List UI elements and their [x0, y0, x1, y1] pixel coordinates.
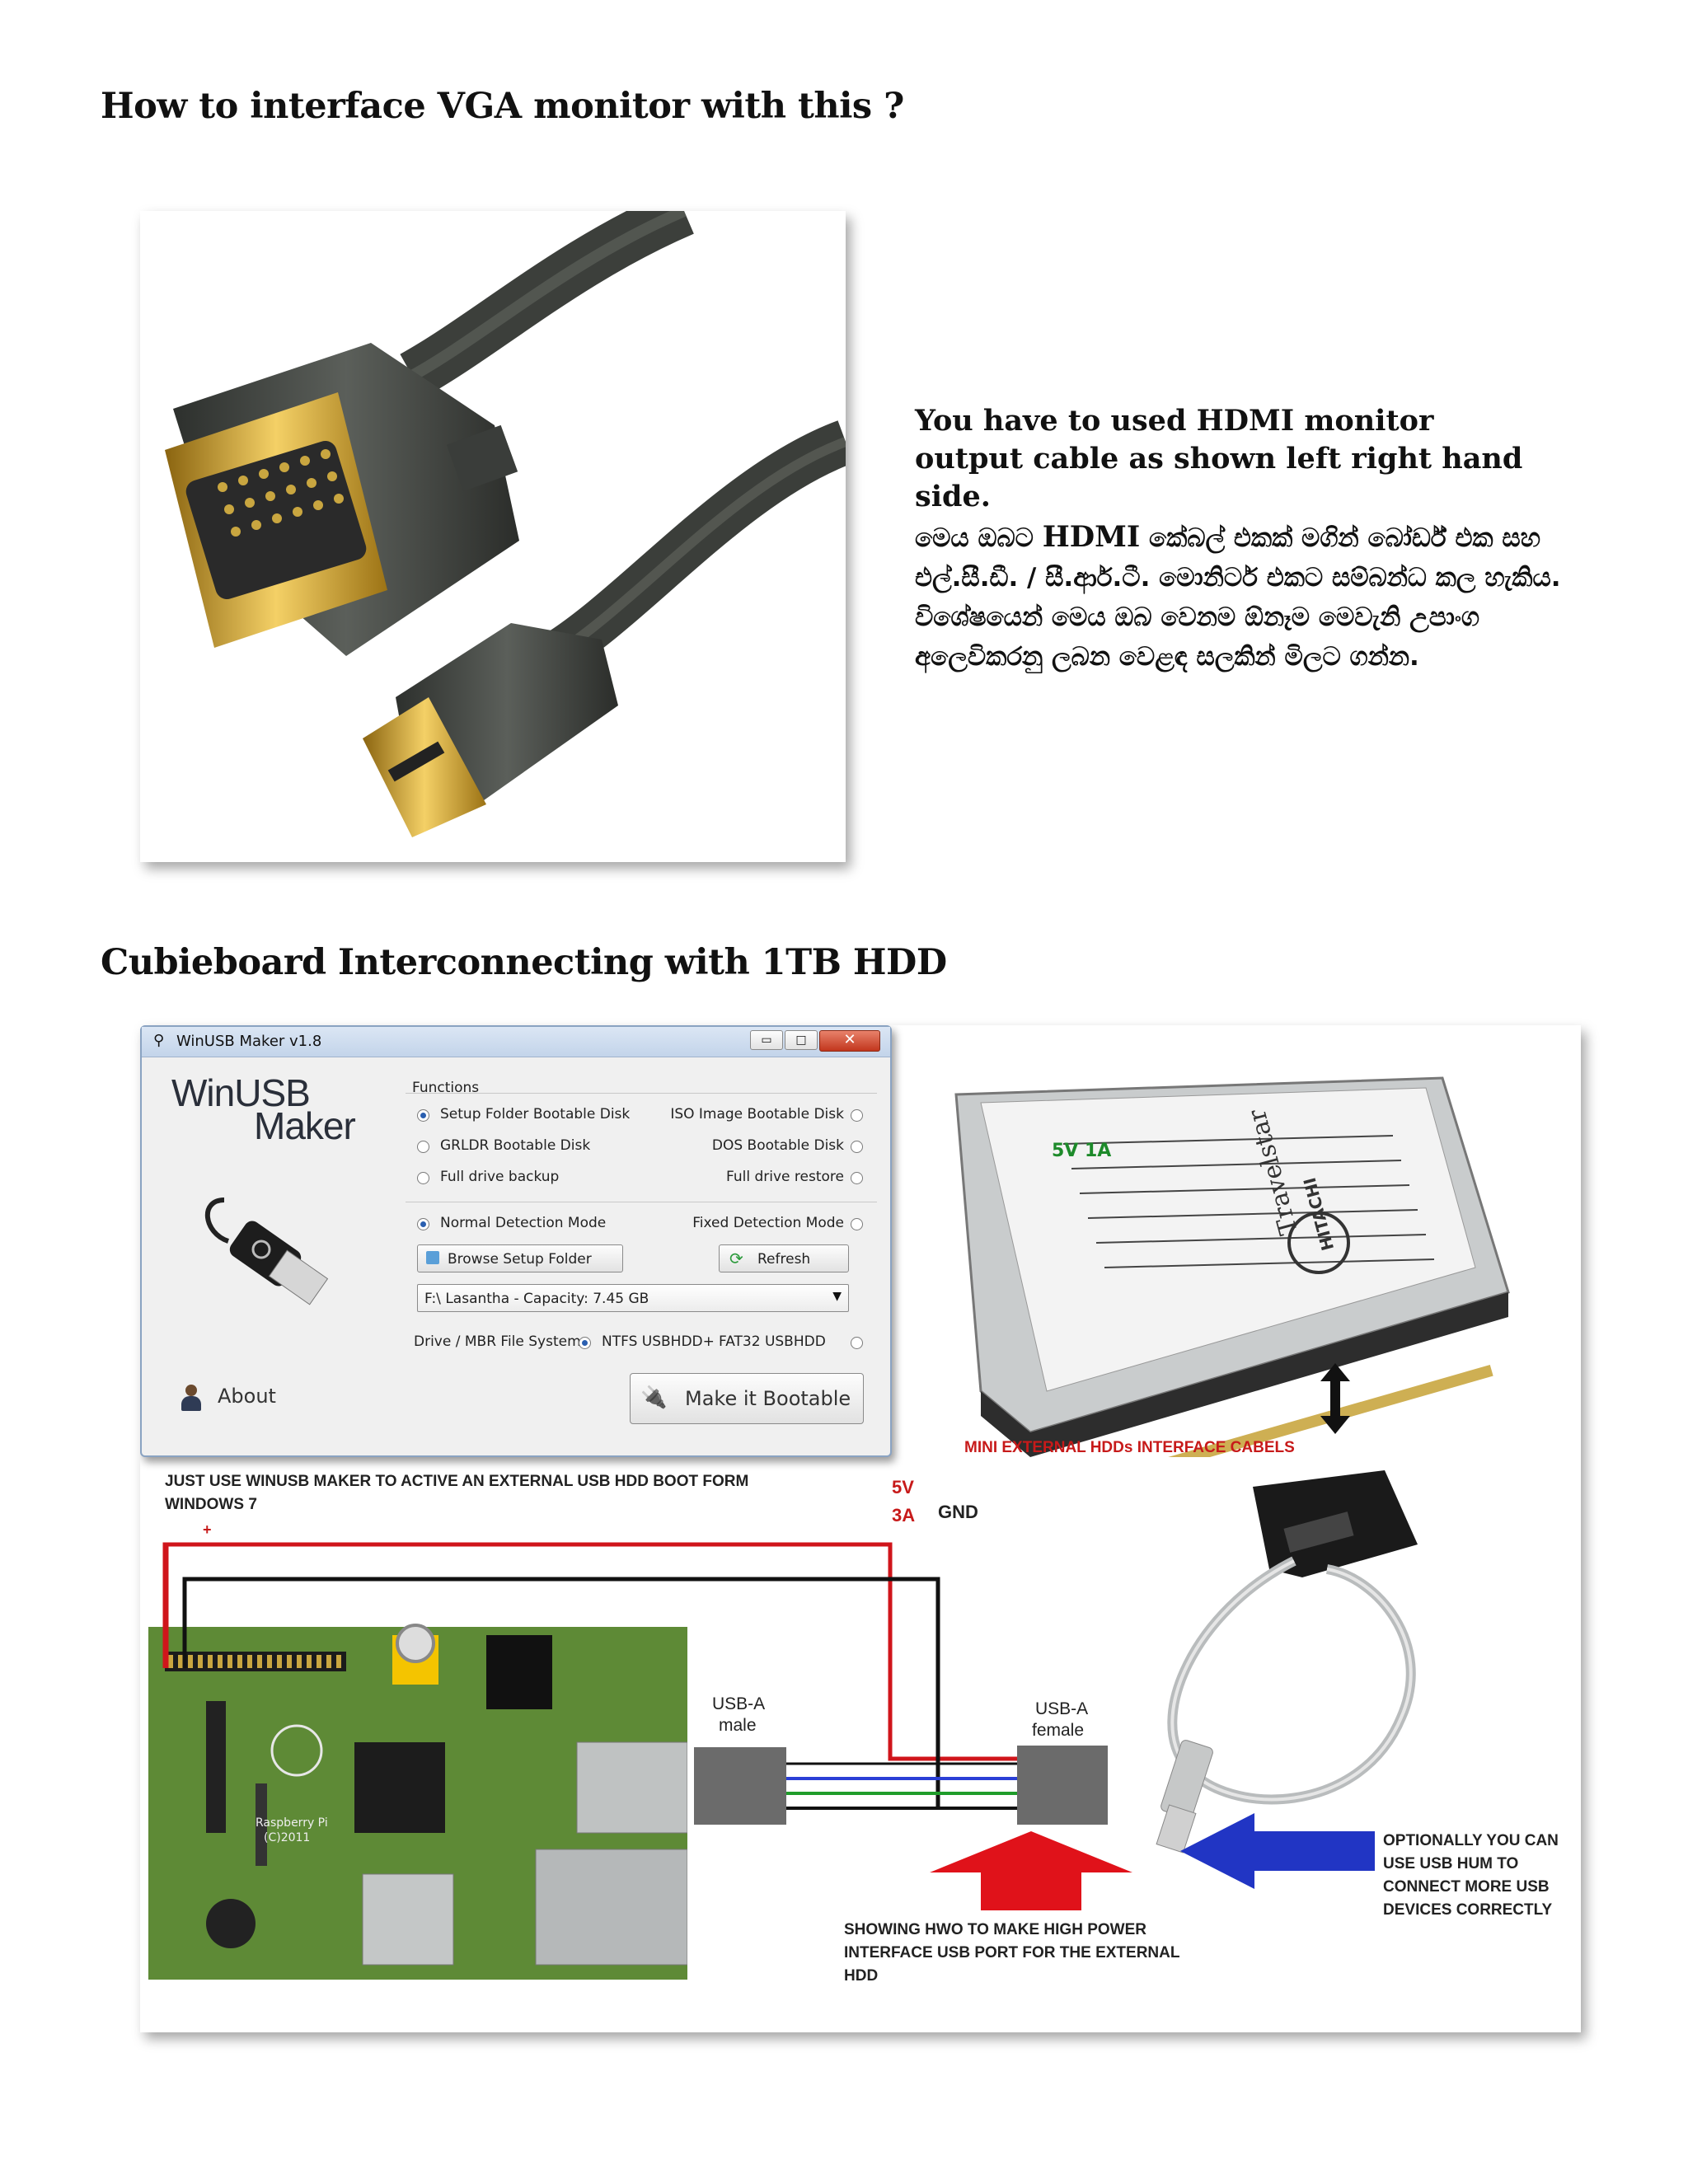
label-fat32: FAT32 USBHDD	[719, 1333, 826, 1350]
blue-arrow-caption: OPTIONALLY YOU CAN USE USB HUM TO CONNEC…	[1383, 1832, 1559, 1919]
ide-usb-adapter-cable	[1156, 1470, 1418, 1854]
refresh-button[interactable]: ⟳ Refresh	[719, 1244, 849, 1272]
pi-label-1: Raspberry Pi	[256, 1816, 328, 1830]
usb-female-label-2: female	[1032, 1721, 1085, 1740]
blue-left-arrow-icon	[1180, 1813, 1375, 1889]
winusb-maker-window: ⚲ WinUSB Maker v1.8 ▭ □ ✕ WinUSB Maker F…	[140, 1025, 892, 1457]
usb-app-icon: ⚲	[153, 1032, 165, 1049]
functions-group	[406, 1093, 877, 1407]
about-label: About	[218, 1385, 276, 1408]
logo-line1: WinUSB	[171, 1071, 311, 1114]
radio-normal-detection[interactable]	[417, 1218, 429, 1230]
hdd-power-label: 5V 1A	[1052, 1141, 1112, 1161]
radio-setup-folder[interactable]	[417, 1109, 429, 1122]
usb-stick-icon	[204, 1197, 329, 1305]
label-setup-folder: Setup Folder Bootable Disk	[440, 1106, 631, 1122]
winusb-logo: WinUSB Maker	[171, 1071, 356, 1147]
winusb-title: WinUSB Maker v1.8	[176, 1033, 322, 1050]
fs-label: Drive / MBR File System:	[414, 1333, 586, 1350]
usb-female-label-1: USB-A	[1035, 1699, 1089, 1718]
power-5v-label: 5V	[892, 1477, 914, 1497]
sinhala-hdmi: HDMI	[1042, 520, 1141, 554]
label-full-restore: Full drive restore	[726, 1169, 844, 1185]
hdd-caption: MINI EXTERNAL HDDs INTERFACE CABELS	[964, 1439, 1295, 1456]
sinhala-description: මෙය ඔබට HDMI කේබල් එකක් මගින් බෝර්ඩ් එක …	[915, 518, 1591, 677]
winusb-title-bar: ⚲ WinUSB Maker v1.8 ▭ □ ✕	[142, 1027, 890, 1057]
label-iso: ISO Image Bootable Disk	[670, 1106, 844, 1122]
red-arrow-caption: SHOWING HWO TO MAKE HIGH POWER INTERFACE…	[844, 1921, 1180, 1985]
radio-dos[interactable]	[851, 1141, 863, 1153]
wiring-diagram	[162, 1542, 1020, 1810]
label-ntfs: NTFS USBHDD+	[602, 1333, 715, 1350]
logo-line2: Maker	[254, 1104, 356, 1147]
raspberry-pi-board: Raspberry Pi (C)2011	[148, 1594, 687, 1980]
radio-full-backup[interactable]	[417, 1172, 429, 1184]
make-it-bootable-button[interactable]: 🔌 Make it Bootable	[630, 1373, 864, 1424]
refresh-label: Refresh	[757, 1251, 811, 1268]
usb-a-female-block	[1017, 1746, 1108, 1825]
close-button[interactable]: ✕	[819, 1030, 880, 1052]
radio-ntfs[interactable]	[579, 1337, 591, 1349]
radio-iso[interactable]	[851, 1109, 863, 1122]
label-full-backup: Full drive backup	[440, 1169, 560, 1185]
pi-label-2: (C)2011	[264, 1831, 311, 1844]
hdd-illustration	[954, 1076, 1510, 1457]
chevron-down-icon: ▼	[832, 1290, 842, 1303]
minimize-button[interactable]: ▭	[750, 1030, 783, 1050]
label-fixed-detection: Fixed Detection Mode	[692, 1215, 844, 1231]
refresh-icon: ⟳	[729, 1249, 743, 1268]
hdmi-dvi-cable-image	[140, 188, 854, 862]
label-dos: DOS Bootable Disk	[711, 1137, 844, 1154]
english-description: You have to used HDMI monitor output cab…	[915, 404, 1523, 513]
user-icon	[180, 1385, 203, 1411]
sinhala-text-part2: කේබල් එකක් මගින් බෝර්ඩ් එක සහ එල්.සී.ඩී.…	[915, 523, 1561, 672]
plus-label: +	[203, 1521, 212, 1538]
usb-male-label-1: USB-A	[712, 1694, 766, 1713]
make-bootable-label: Make it Bootable	[685, 1387, 851, 1410]
radio-fat32[interactable]	[851, 1337, 863, 1349]
pi-board-drawing	[148, 1594, 687, 1980]
sinhala-text-part1: මෙය ඔබට	[915, 523, 1043, 553]
browse-label: Browse Setup Folder	[448, 1251, 592, 1268]
radio-fixed-detection[interactable]	[851, 1218, 863, 1230]
red-up-arrow-icon	[930, 1831, 1132, 1910]
functions-label: Functions	[412, 1080, 480, 1096]
cubieboard-diagram: ⚲ WinUSB Maker v1.8 ▭ □ ✕ WinUSB Maker F…	[140, 1025, 1581, 2032]
cable-illustration	[165, 188, 854, 837]
label-normal-detection: Normal Detection Mode	[440, 1215, 607, 1231]
maximize-button[interactable]: □	[785, 1030, 818, 1050]
browse-setup-folder-button[interactable]: Browse Setup Folder	[417, 1244, 623, 1272]
radio-grldr[interactable]	[417, 1141, 429, 1153]
winusb-note: JUST USE WINUSB MAKER TO ACTIVE AN EXTER…	[165, 1473, 749, 1513]
label-grldr: GRLDR Bootable Disk	[440, 1137, 591, 1154]
gnd-label: GND	[938, 1502, 978, 1522]
drive-select[interactable]: F:\ Lasantha - Capacity: 7.45 GB ▼	[417, 1284, 849, 1312]
usb-a-male-block	[694, 1747, 786, 1825]
radio-full-restore[interactable]	[851, 1172, 863, 1184]
folder-icon	[426, 1251, 439, 1264]
power-3a-label: 3A	[892, 1505, 916, 1526]
usb-drive-icon: 🔌	[640, 1385, 668, 1410]
usb-male-label-2: male	[719, 1716, 757, 1735]
section2-heading: Cubieboard Interconnecting with 1TB HDD	[101, 942, 947, 983]
section1-heading: How to interface VGA monitor with this ?	[101, 86, 904, 127]
double-arrow-icon	[1320, 1363, 1350, 1434]
drive-select-value: F:\ Lasantha - Capacity: 7.45 GB	[424, 1291, 649, 1307]
